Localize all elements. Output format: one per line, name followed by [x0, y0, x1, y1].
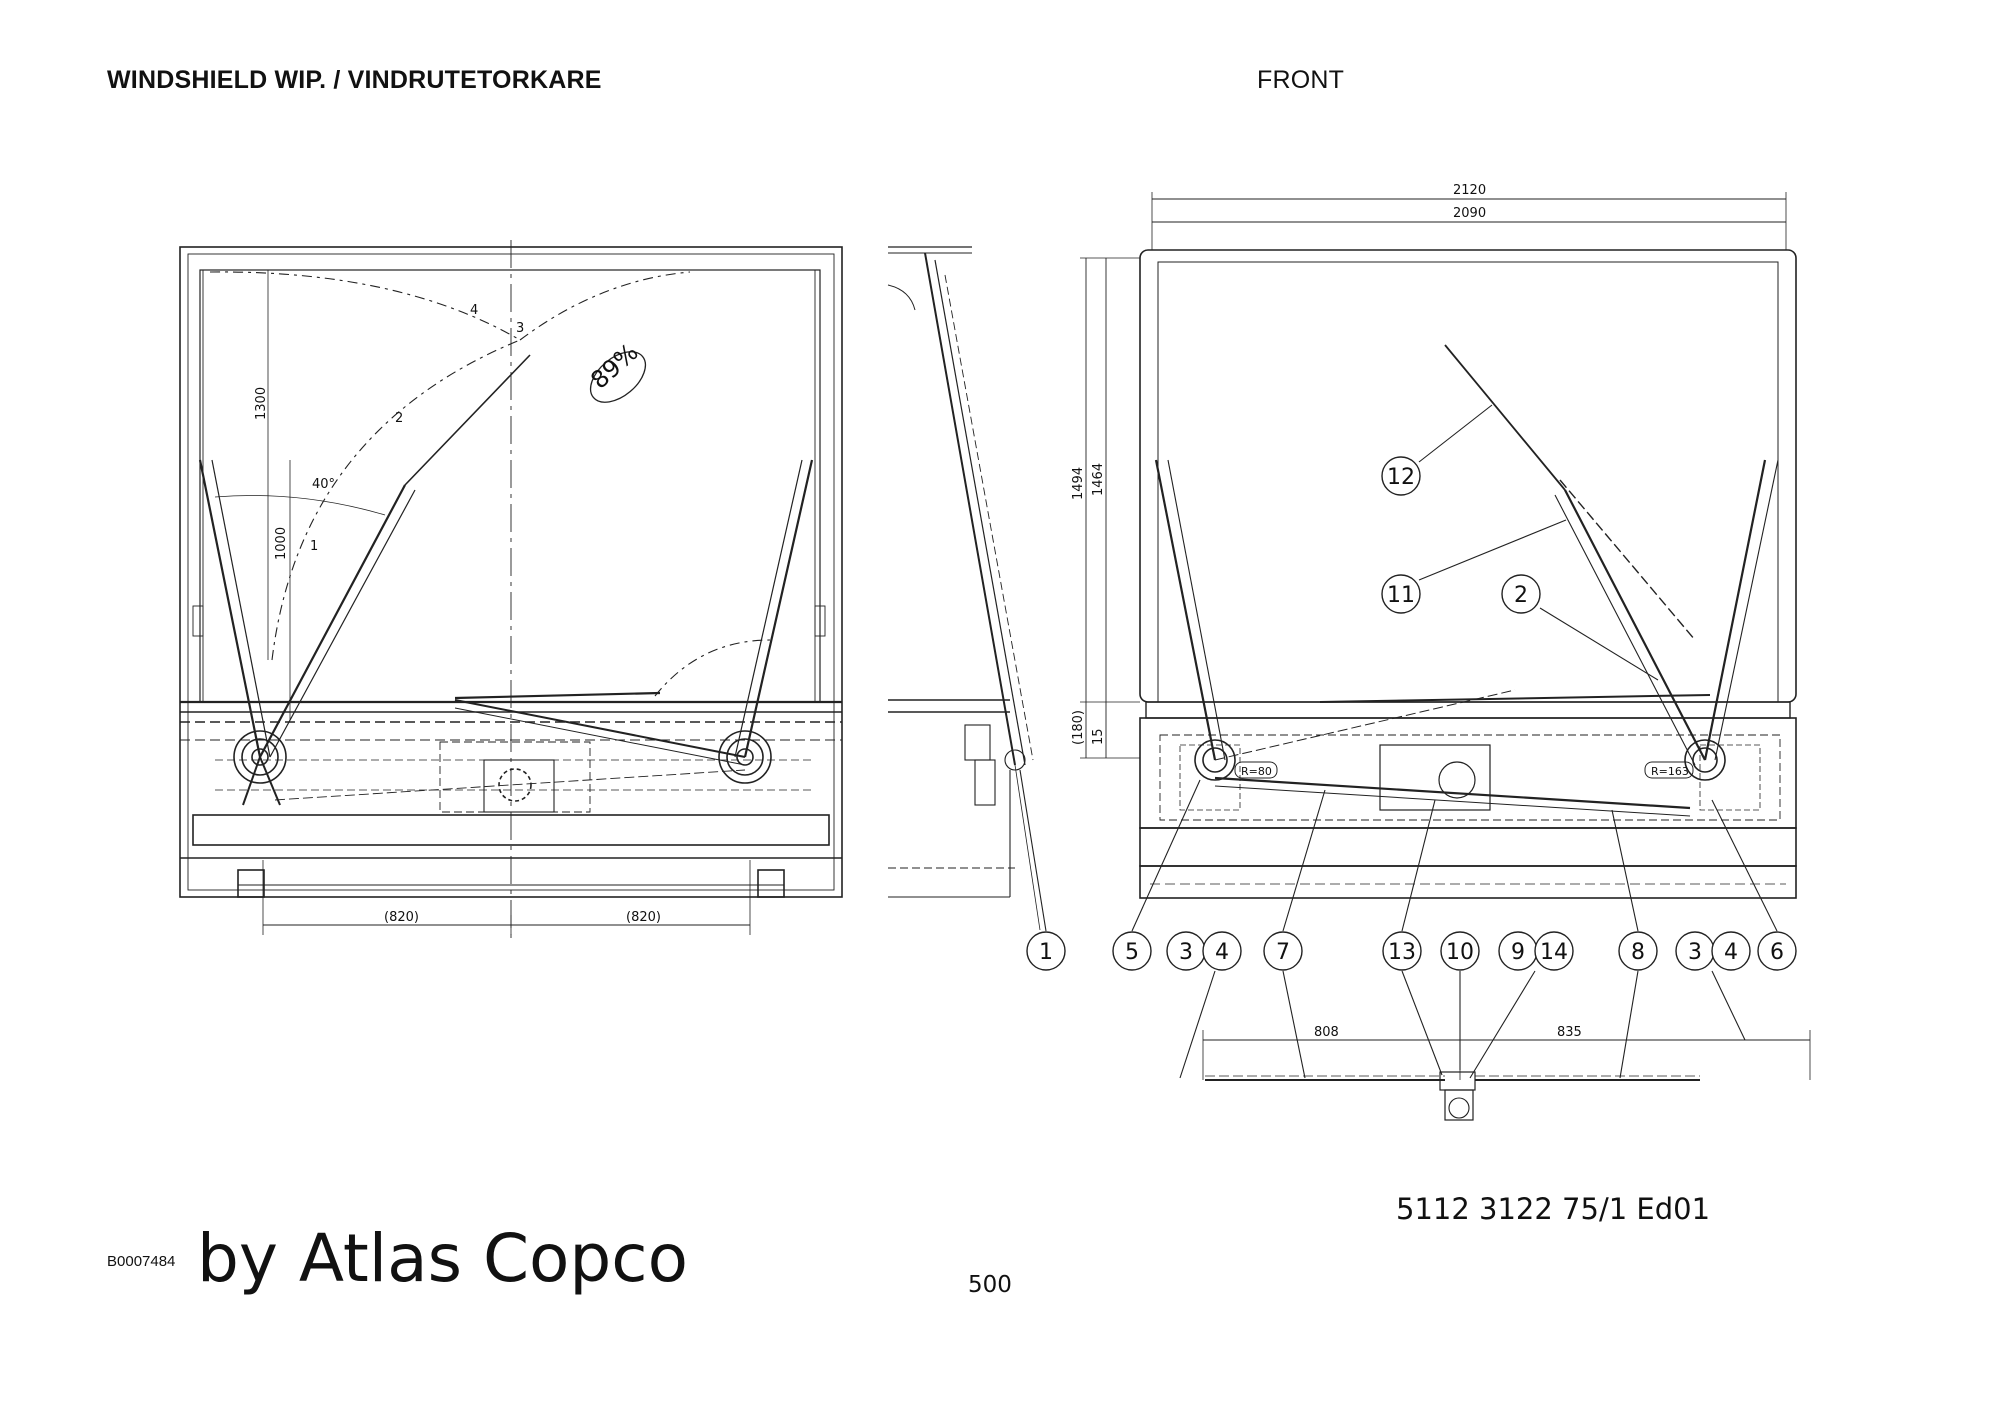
callout-1: 1 [1026, 931, 1066, 971]
page-number: 500 [968, 1272, 1012, 1298]
dim-15: 15 [1091, 728, 1106, 745]
document-id: B0007484 [107, 1253, 176, 1270]
callout-number: 4 [1724, 940, 1738, 965]
callout-circle [1263, 931, 1303, 971]
radius-right: R=163 [1651, 765, 1689, 778]
callout-number: 8 [1631, 940, 1645, 965]
dim-1300: 1300 [254, 387, 269, 420]
callout-circle [1534, 931, 1574, 971]
angle-40: 40° [312, 477, 335, 492]
callout-circle [1501, 574, 1541, 614]
callout-number: 11 [1387, 583, 1415, 608]
callout-circle [1202, 931, 1242, 971]
callout-6: 6 [1757, 931, 1797, 971]
right-view-wiper-geometry [1080, 192, 1811, 1121]
callout-8: 8 [1618, 931, 1658, 971]
callout-number: 6 [1770, 940, 1784, 965]
callout-13: 13 [1382, 931, 1422, 971]
dim-right-820: (820) [626, 910, 661, 925]
dim-left-820: (820) [384, 910, 419, 925]
callout-number: 7 [1276, 940, 1290, 965]
callout-circle [1440, 931, 1480, 971]
callout-7: 7 [1263, 931, 1303, 971]
part-number: 5112 3122 75/1 Ed01 [1396, 1192, 1711, 1226]
left-view-frame [179, 240, 843, 940]
dim-1464: 1464 [1091, 463, 1106, 496]
drawing-title: WINDSHIELD WIP. / VINDRUTETORKARE [107, 66, 602, 94]
callout-4: 4 [1202, 931, 1242, 971]
callout-circle [1112, 931, 1152, 971]
callout-12: 12 [1381, 456, 1421, 496]
callout-14: 14 [1534, 931, 1574, 971]
callout-circle [1382, 931, 1422, 971]
callout-number: 3 [1688, 940, 1702, 965]
callout-number: 1 [1039, 940, 1053, 965]
callout-circle [1757, 931, 1797, 971]
callout-3: 3 [1166, 931, 1206, 971]
coverage-percent: 89% [585, 338, 643, 395]
callout-number: 14 [1540, 940, 1568, 965]
dim-808: 808 [1314, 1025, 1339, 1040]
arc-mark-4: 4 [470, 303, 478, 318]
view-label-front: FRONT [1257, 66, 1345, 94]
radius-left: R=80 [1241, 765, 1272, 778]
callout-number: 5 [1125, 940, 1139, 965]
callout-number: 4 [1215, 940, 1229, 965]
arc-mark-2: 2 [395, 411, 403, 426]
dim-2090: 2090 [1453, 206, 1486, 221]
dim-2120: 2120 [1453, 183, 1486, 198]
callout-4: 4 [1711, 931, 1751, 971]
callout-number: 3 [1179, 940, 1193, 965]
callout-circle [1026, 931, 1066, 971]
arc-mark-3: 3 [516, 321, 524, 336]
callout-number: 10 [1446, 940, 1474, 965]
left-view-annotations: (820) (820) 1300 1000 40° 89% 1 2 3 4 [254, 303, 661, 925]
callout-5: 5 [1112, 931, 1152, 971]
callout-number: 13 [1388, 940, 1416, 965]
callout-3: 3 [1675, 931, 1715, 971]
dim-1000: 1000 [274, 527, 289, 560]
callout-number: 2 [1514, 583, 1528, 608]
callout-11: 11 [1381, 574, 1421, 614]
dim-1494: 1494 [1071, 467, 1086, 500]
callout-number: 12 [1387, 465, 1415, 490]
callout-circle [1618, 931, 1658, 971]
callout-9: 9 [1498, 931, 1538, 971]
callout-2: 2 [1501, 574, 1541, 614]
right-view-annotations: 2120 2090 1494 1464 (180) 15 R=80 R=163 … [1071, 183, 1689, 1040]
callout-leaders [1019, 404, 1778, 1079]
right-view-frame [1139, 249, 1797, 899]
dim-835: 835 [1557, 1025, 1582, 1040]
callout-circle [1711, 931, 1751, 971]
side-view [887, 246, 1041, 931]
callout-circle [1381, 574, 1421, 614]
callout-number: 9 [1511, 940, 1525, 965]
brand-text: by Atlas Copco [197, 1220, 688, 1297]
callout-10: 10 [1440, 931, 1480, 971]
left-view-wiper-geometry [198, 269, 814, 935]
callout-circle [1381, 456, 1421, 496]
arc-mark-1: 1 [310, 539, 318, 554]
dim-180: (180) [1071, 710, 1086, 745]
